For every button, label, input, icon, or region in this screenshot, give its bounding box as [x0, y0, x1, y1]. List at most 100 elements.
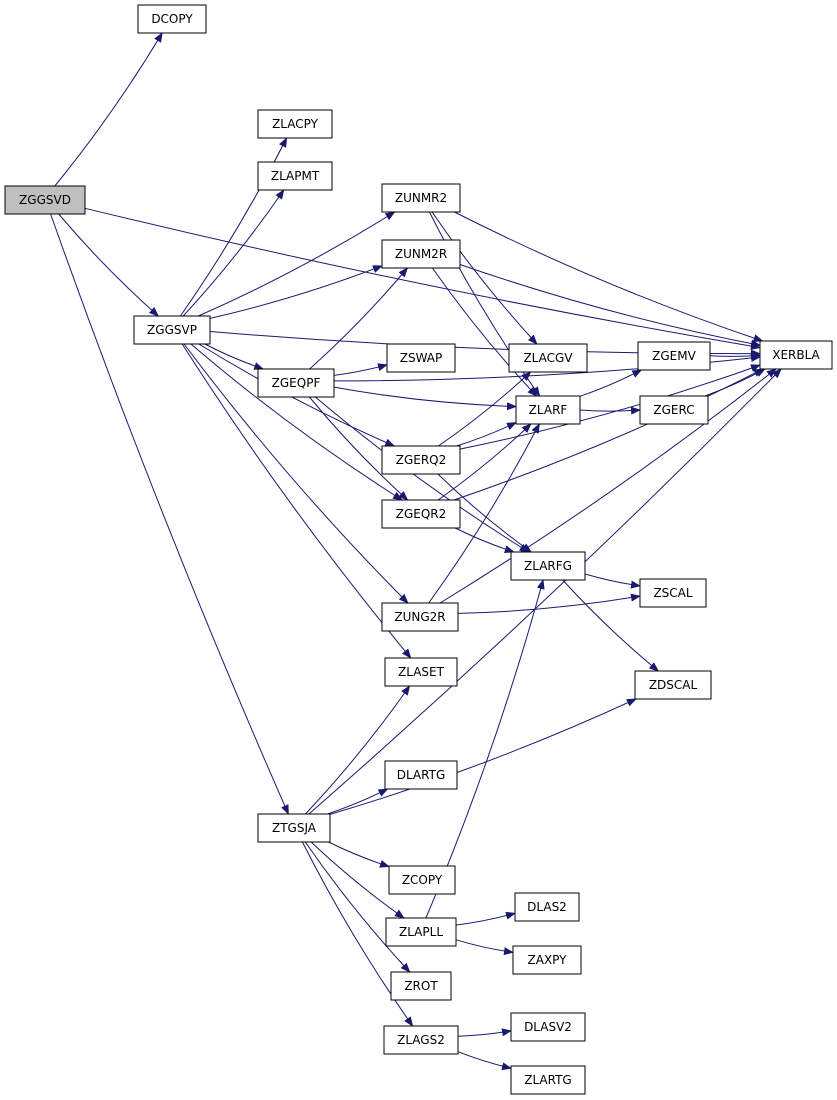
- node-zlapll[interactable]: ZLAPLL: [385, 917, 457, 947]
- edge-ztgsja-to-zlapll: [310, 841, 405, 919]
- node-box[interactable]: [257, 368, 335, 398]
- node-box[interactable]: [137, 4, 207, 34]
- edge-zggsvd-to-zggsvp: [58, 213, 160, 317]
- node-dlasv2[interactable]: DLASV2: [510, 1012, 586, 1042]
- node-box[interactable]: [510, 1065, 586, 1095]
- edge-zggsvp-to-zunmr2: [198, 211, 396, 317]
- node-zggsvp[interactable]: ZGGSVP: [133, 315, 211, 345]
- node-zlacgv[interactable]: ZLACGV: [508, 343, 588, 373]
- node-zgemv[interactable]: ZGEMV: [637, 341, 711, 371]
- node-label: ZGGSVD: [19, 193, 71, 207]
- node-box[interactable]: [384, 760, 458, 790]
- node-box[interactable]: [515, 395, 581, 425]
- node-dcopy[interactable]: DCOPY: [137, 4, 207, 34]
- node-zung2r[interactable]: ZUNG2R: [381, 602, 459, 632]
- edge-zgemv-to-xerbla: [709, 352, 761, 361]
- node-zlapmt[interactable]: ZLAPMT: [257, 161, 333, 191]
- node-box[interactable]: [4, 185, 86, 215]
- node-zunmr2[interactable]: ZUNMR2: [381, 183, 461, 213]
- edge-zunm2r-to-xerbla: [459, 264, 761, 348]
- node-box[interactable]: [381, 183, 461, 213]
- node-box[interactable]: [508, 343, 588, 373]
- node-box[interactable]: [384, 657, 458, 687]
- edge-zggsvp-to-zlaset: [181, 343, 412, 659]
- edges: [50, 32, 782, 1071]
- node-zlaset[interactable]: ZLASET: [384, 657, 458, 687]
- edge-zgeqr2-to-zlarf: [437, 423, 532, 501]
- node-ztgsja[interactable]: ZTGSJA: [257, 813, 331, 843]
- node-box[interactable]: [257, 161, 333, 191]
- edge-zlarfg-to-zscal: [584, 573, 641, 589]
- node-box[interactable]: [639, 395, 709, 425]
- edge-zggsvp-to-zlapmt: [182, 189, 285, 317]
- node-label: ZSWAP: [400, 351, 443, 365]
- node-box[interactable]: [133, 315, 211, 345]
- node-zlarfg[interactable]: ZLARFG: [510, 551, 586, 581]
- node-zdscal[interactable]: ZDSCAL: [634, 670, 712, 700]
- edge-zggsvd-to-ztgsja: [50, 213, 289, 815]
- node-box[interactable]: [385, 917, 457, 947]
- node-zggsvd[interactable]: ZGGSVD: [4, 185, 86, 215]
- node-dlartg[interactable]: DLARTG: [384, 760, 458, 790]
- edge-zlapll-to-dlas2: [455, 911, 516, 926]
- node-box[interactable]: [634, 670, 712, 700]
- node-box[interactable]: [514, 892, 580, 922]
- node-zlacpy[interactable]: ZLACPY: [257, 109, 333, 139]
- node-zgerc[interactable]: ZGERC: [639, 395, 709, 425]
- edge-zgeqpf-to-zswap: [333, 363, 388, 376]
- node-box[interactable]: [386, 343, 456, 373]
- node-box[interactable]: [510, 1012, 586, 1042]
- node-box[interactable]: [383, 1025, 459, 1055]
- edge-zggsvp-to-zunm2r: [209, 265, 383, 319]
- edge-ztgsja-to-zlags2: [301, 841, 414, 1027]
- edge-ztgsja-to-xerbla: [308, 368, 782, 815]
- edge-zggsvp-to-zgeqr2: [190, 343, 403, 501]
- edge-zgeqr2-to-zlarfg: [454, 527, 515, 553]
- node-label: ZGGSVP: [147, 323, 197, 337]
- node-box[interactable]: [390, 971, 452, 1001]
- node-zgerq2[interactable]: ZGERQ2: [381, 445, 461, 475]
- edge-zggsvp-to-zung2r: [183, 343, 409, 604]
- node-xerbla[interactable]: XERBLA: [759, 340, 833, 370]
- node-label: ZLACGV: [523, 351, 573, 365]
- node-box[interactable]: [257, 813, 331, 843]
- node-box[interactable]: [512, 945, 582, 975]
- node-zswap[interactable]: ZSWAP: [386, 343, 456, 373]
- edge-zgerq2-to-zlarfg: [437, 473, 533, 553]
- node-label: XERBLA: [772, 348, 820, 362]
- node-zlarf[interactable]: ZLARF: [515, 395, 581, 425]
- edge-zgerq2-to-zlacgv: [438, 371, 532, 447]
- node-label: ZLARF: [529, 403, 568, 417]
- node-box[interactable]: [388, 865, 456, 895]
- node-dlas2[interactable]: DLAS2: [514, 892, 580, 922]
- edge-zgeqpf-to-zgeqr2: [309, 396, 409, 501]
- node-label: ZLARFG: [524, 559, 572, 573]
- node-label: ZUNG2R: [394, 610, 445, 624]
- edge-zung2r-to-zlarf: [428, 423, 540, 604]
- node-box[interactable]: [257, 109, 333, 139]
- node-box[interactable]: [381, 445, 461, 475]
- node-zscal[interactable]: ZSCAL: [639, 578, 707, 608]
- node-box[interactable]: [759, 340, 833, 370]
- node-zgeqpf[interactable]: ZGEQPF: [257, 368, 335, 398]
- edge-zgerc-to-xerbla: [704, 368, 766, 397]
- node-zlartg[interactable]: ZLARTG: [510, 1065, 586, 1095]
- edge-zggsvd-to-xerbla: [84, 207, 761, 351]
- node-zcopy[interactable]: ZCOPY: [388, 865, 456, 895]
- node-box[interactable]: [381, 239, 461, 269]
- node-zlags2[interactable]: ZLAGS2: [383, 1025, 459, 1055]
- node-label: ZGEMV: [652, 349, 696, 363]
- node-box[interactable]: [639, 578, 707, 608]
- node-label: ZROT: [404, 979, 438, 993]
- node-box[interactable]: [381, 602, 459, 632]
- node-box[interactable]: [637, 341, 711, 371]
- node-zaxpy[interactable]: ZAXPY: [512, 945, 582, 975]
- node-label: ZGERC: [653, 403, 694, 417]
- node-box[interactable]: [510, 551, 586, 581]
- edge-zlarf-to-zgerc: [579, 406, 641, 415]
- node-box[interactable]: [381, 499, 461, 529]
- node-zgeqr2[interactable]: ZGEQR2: [381, 499, 461, 529]
- node-zrot[interactable]: ZROT: [390, 971, 452, 1001]
- node-zunm2r[interactable]: ZUNM2R: [381, 239, 461, 269]
